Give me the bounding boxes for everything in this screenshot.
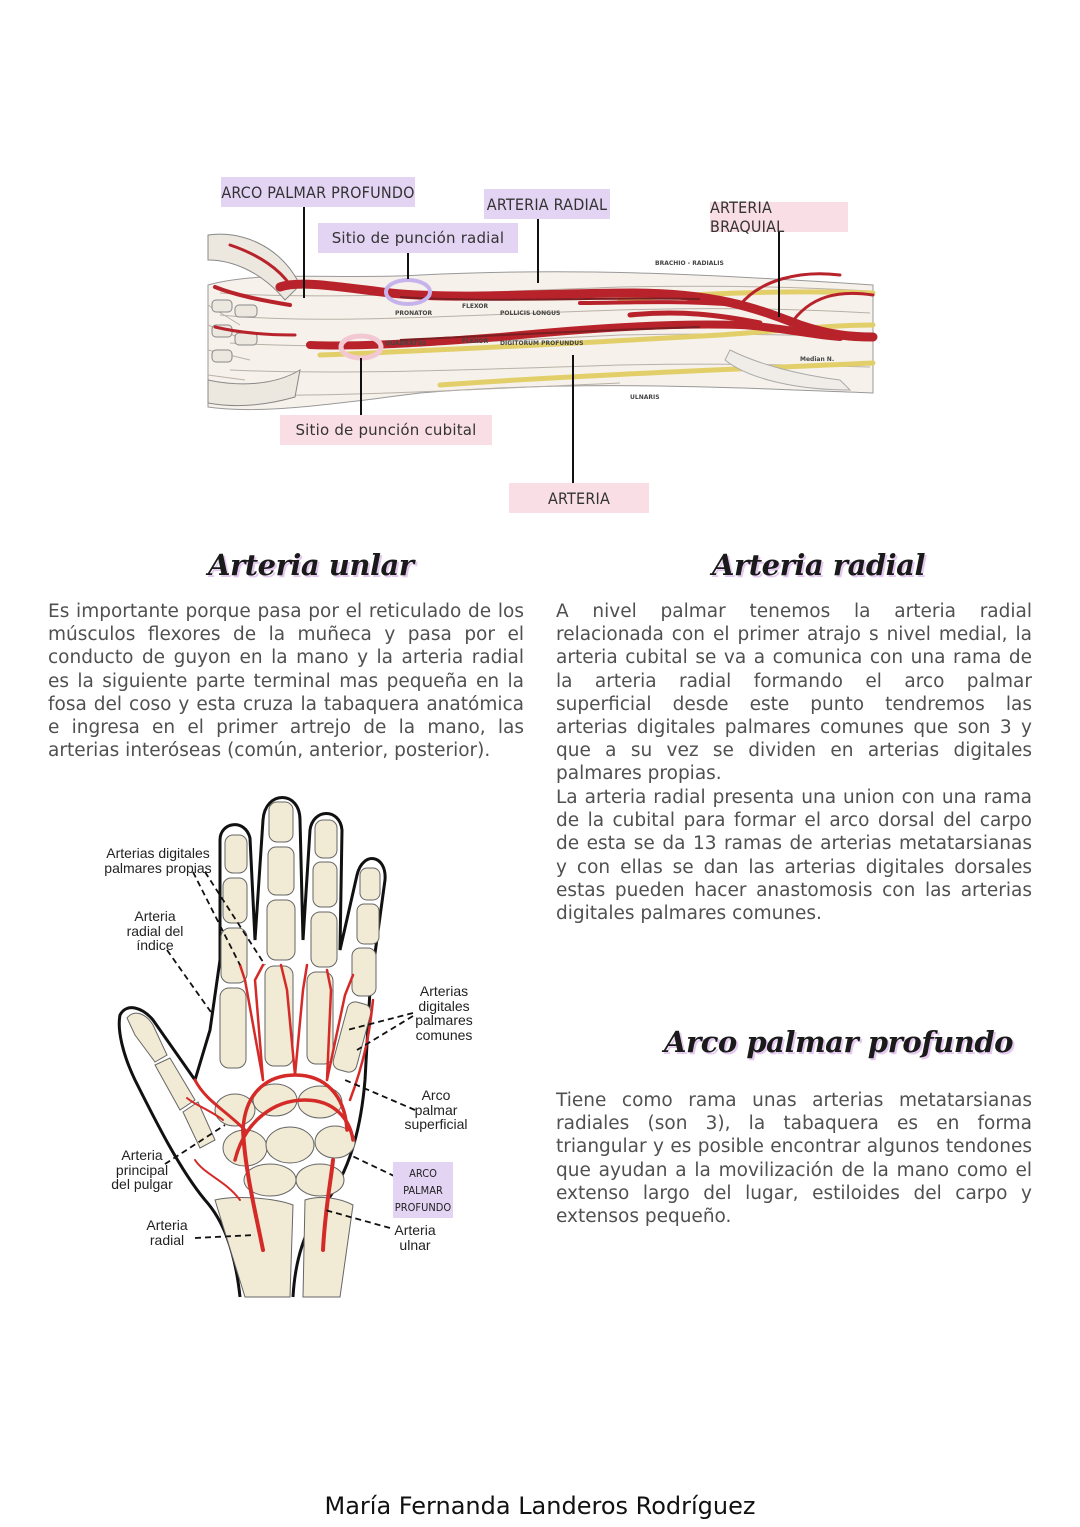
hand-illustration: [117, 796, 416, 1298]
label-arterias-digitales-palmares-propias: Arterias digitales palmares propias: [104, 845, 212, 876]
label-arteria-radial: Arteria radial: [146, 1217, 188, 1248]
svg-text:DIGITORUM PROFUNDUS: DIGITORUM PROFUNDUS: [500, 340, 583, 347]
svg-text:FLEXOR: FLEXOR: [462, 338, 489, 345]
heading-arteria-radial: Arteria radial: [712, 548, 925, 582]
label-arco-palmar-profundo: ARCO PALMAR PROFUNDO: [393, 1162, 453, 1218]
svg-text:Median N.: Median N.: [800, 356, 834, 363]
label-arteria-radial: ARTERIA RADIAL: [484, 189, 610, 219]
label-arteria-braquial: ARTERIA BRAQUIAL: [710, 198, 848, 236]
heading-arco-palmar-profundo: Arco palmar profundo: [664, 1025, 1013, 1059]
paragraph-arteria-unlar: Es importante porque pasa por el reticul…: [48, 601, 524, 762]
label-sitio-puncion-radial: Sitio de punción radial: [318, 223, 518, 253]
heading-arteria-unlar: Arteria unlar: [208, 548, 414, 582]
paragraph-arteria-radial-2: La arteria radial presenta una union con…: [556, 787, 1032, 925]
label-arteria: ARTERIA: [509, 483, 649, 513]
hand-anatomy-figure: Arterias digitales palmares propias Arte…: [95, 780, 495, 1300]
arm-anatomy-figure: BRACHIO - RADIALIS FLEXOR POLLICIS LONGU…: [200, 175, 880, 520]
svg-text:POLLICIS LONGUS: POLLICIS LONGUS: [500, 310, 560, 317]
svg-text:PRONATOR: PRONATOR: [395, 310, 433, 317]
label-arco-palmar-superficial: Arco palmar superficial: [404, 1087, 468, 1132]
arm-illustration: BRACHIO - RADIALIS FLEXOR POLLICIS LONGU…: [207, 205, 878, 483]
label-arterias-digitales-palmares-comunes: Arterias digitales palmares comunes: [415, 983, 473, 1043]
svg-text:QUADRATUS: QUADRATUS: [385, 340, 427, 347]
paragraph-arco-palmar-profundo: Tiene como rama unas arterias metatarsia…: [556, 1090, 1032, 1228]
svg-text:FLEXOR: FLEXOR: [462, 303, 489, 310]
author-name: María Fernanda Landeros Rodríguez: [324, 1492, 756, 1520]
label-sitio-puncion-cubital: Sitio de punción cubital: [280, 415, 492, 445]
label-arteria-ulnar: Arteria ulnar: [394, 1222, 436, 1253]
paragraph-arteria-radial-1: A nivel palmar tenemos la arteria radial…: [556, 601, 1032, 785]
label-arco-palmar-profundo: ARCO PALMAR PROFUNDO: [221, 177, 415, 207]
label-arteria-radial-del-indice: Arteria radial del índice: [126, 908, 184, 953]
svg-text:ULNARIS: ULNARIS: [630, 394, 660, 401]
svg-text:BRACHIO - RADIALIS: BRACHIO - RADIALIS: [655, 260, 724, 267]
label-arteria-principal-del-pulgar: Arteria principal del pulgar: [111, 1147, 173, 1192]
